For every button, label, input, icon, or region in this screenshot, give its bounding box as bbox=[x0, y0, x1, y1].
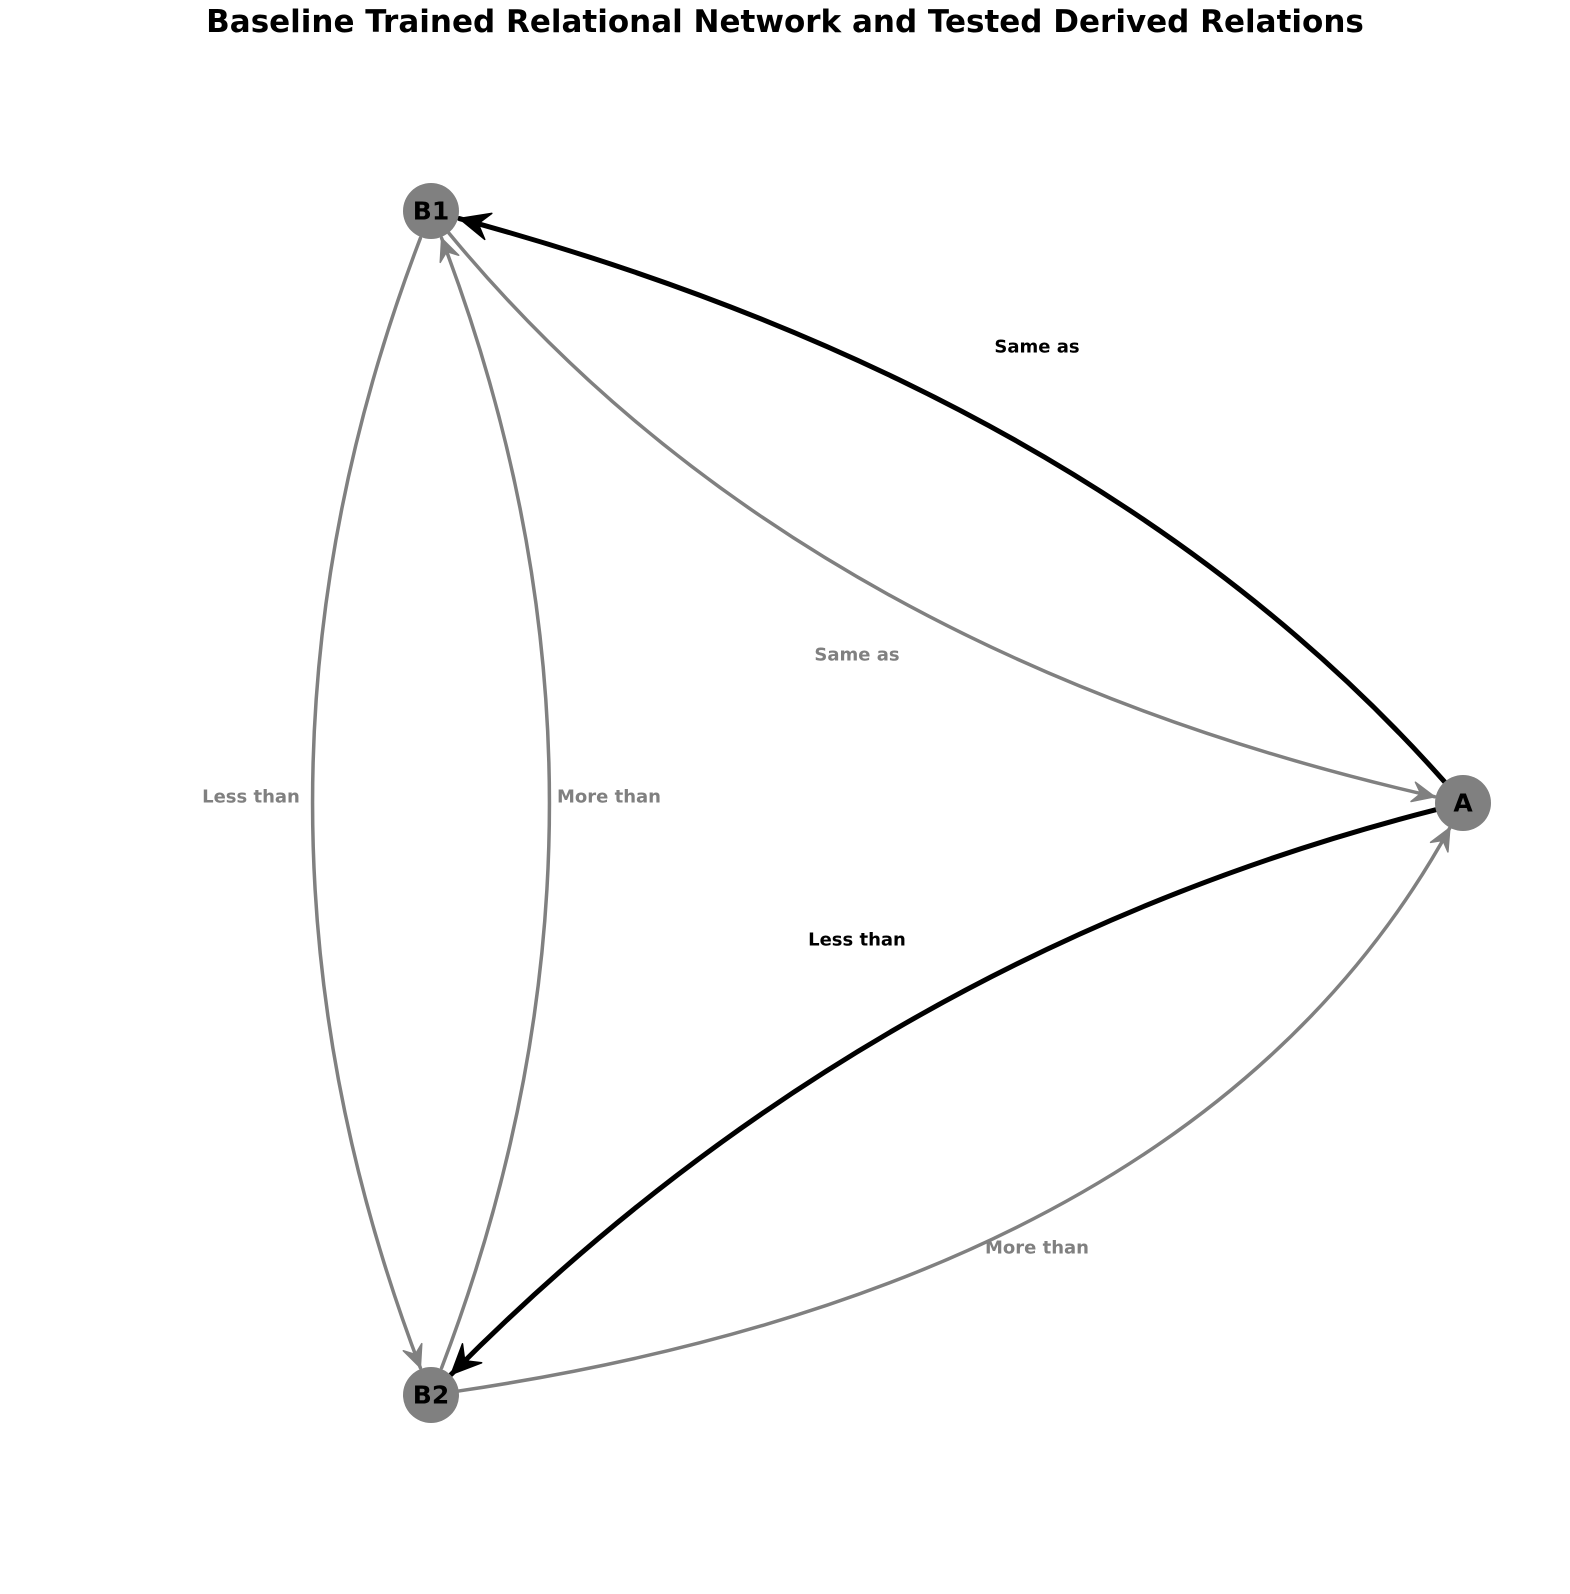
node-label-b2: B2 bbox=[413, 1381, 449, 1410]
edge-b1-b2-derived bbox=[310, 236, 423, 1370]
node-a bbox=[1435, 775, 1491, 831]
node-label-b1: B1 bbox=[413, 197, 449, 226]
arrowhead-a-b2-trained bbox=[450, 1343, 483, 1376]
node-label-a: A bbox=[1453, 789, 1473, 818]
node-b1 bbox=[403, 183, 459, 239]
edge-label-b2-b1-derived: More than bbox=[557, 787, 661, 808]
edge-b1-a-derived bbox=[447, 231, 1437, 799]
arrowhead-a-b1-trained bbox=[458, 212, 493, 241]
edge-label-a-b2-trained: Less than bbox=[808, 930, 906, 951]
edge-label-a-b1-trained: Same as bbox=[994, 337, 1079, 358]
edge-a-b1-trained bbox=[456, 216, 1447, 785]
edge-b2-a-derived bbox=[457, 826, 1452, 1393]
arrowhead-b1-a-derived bbox=[1410, 781, 1436, 803]
edge-label-b1-b2-derived: Less than bbox=[202, 787, 300, 808]
arrowhead-b1-b2-derived bbox=[402, 1342, 423, 1369]
edge-b2-b1-derived bbox=[439, 236, 552, 1370]
edge-a-b2-trained bbox=[448, 807, 1438, 1378]
edge-label-b2-a-derived: More than bbox=[985, 1238, 1089, 1259]
node-b2 bbox=[403, 1367, 459, 1423]
edge-label-b1-a-derived: Same as bbox=[814, 645, 899, 666]
arrowhead-b2-b1-derived bbox=[439, 237, 460, 264]
diagram-title: Baseline Trained Relational Network and … bbox=[206, 4, 1364, 40]
arrowhead-b2-a-derived bbox=[1429, 827, 1451, 853]
